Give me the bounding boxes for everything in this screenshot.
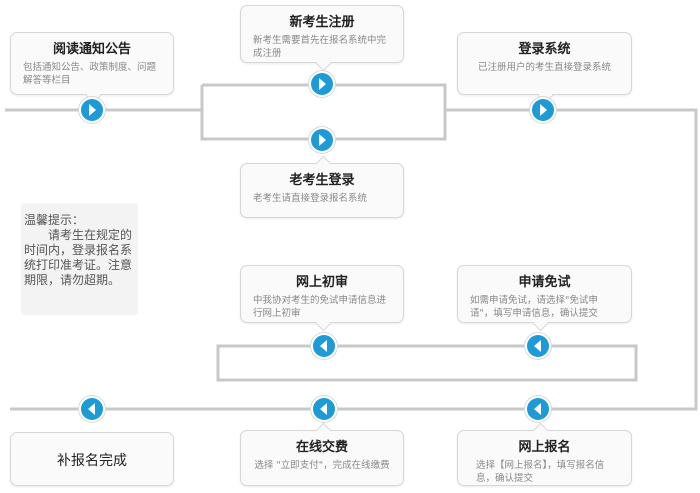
step-description: 选择【网上报名】，填写报名信息，确认提交 xyxy=(476,460,605,484)
step-new-register: 新考生注册 新考生需要首先在报名系统中完成注册 xyxy=(240,5,404,72)
step-online-payment: 在线交费 选择 "立即支付"，完成在线缴费 xyxy=(240,422,404,486)
step-description: 选择 "立即支付"，完成在线缴费 xyxy=(254,460,390,471)
step-title: 登录系统 xyxy=(518,42,571,57)
step-title: 网上初审 xyxy=(295,275,348,290)
arrow-left-icon[interactable] xyxy=(81,398,103,420)
arrow-left-icon[interactable] xyxy=(527,335,549,357)
arrow-right-icon[interactable] xyxy=(311,129,333,151)
arrow-right-icon[interactable] xyxy=(532,99,554,121)
arrow-right-icon[interactable] xyxy=(81,99,103,121)
step-read-notice: 阅读通知公告 包括通知公告、政策制度、问题解答等栏目 xyxy=(10,32,174,104)
step-preliminary-review: 网上初审 中我协对考生的免试申请信息进行网上初审 xyxy=(240,265,404,332)
step-login: 登录系统 已注册用户的考生直接登录系统 xyxy=(457,32,632,104)
step-description: 如需申请免试，请选择"免试申请"，填写申请信息，确认提交 xyxy=(470,295,598,319)
step-title: 在线交费 xyxy=(295,440,348,455)
step-description: 中我协对考生的免试申请信息进行网上初审 xyxy=(253,295,387,319)
step-apply-exemption: 申请免试 如需申请免试，请选择"免试申请"，填写申请信息，确认提交 xyxy=(457,265,632,332)
arrow-left-icon[interactable] xyxy=(313,335,335,357)
tip-heading: 温馨提示： xyxy=(24,213,85,227)
step-old-login: 老考生登录 老考生请直接登录报名系统 xyxy=(240,155,404,218)
tip-body: 请考生在规定的时间内，登录报名系统打印准考证。注意期限，请勿超期。 xyxy=(24,228,133,287)
step-title: 新考生注册 xyxy=(289,15,355,30)
step-complete: 补报名完成 xyxy=(10,432,174,486)
step-title: 网上报名 xyxy=(518,440,571,455)
step-description: 新考生需要首先在报名系统中完成注册 xyxy=(253,35,387,59)
step-title: 老考生登录 xyxy=(289,173,355,188)
step-title: 补报名完成 xyxy=(57,453,127,469)
arrow-left-icon[interactable] xyxy=(313,398,335,420)
step-title: 阅读通知公告 xyxy=(52,42,131,57)
tip-box: 温馨提示： 请考生在规定的时间内，登录报名系统打印准考证。注意期限，请勿超期。 xyxy=(21,203,138,315)
step-online-register: 网上报名 选择【网上报名】，填写报名信息，确认提交 xyxy=(457,422,632,486)
arrow-left-icon[interactable] xyxy=(527,398,549,420)
step-title: 申请免试 xyxy=(518,275,571,290)
step-description: 包括通知公告、政策制度、问题解答等栏目 xyxy=(23,62,157,86)
step-description: 已注册用户的考生直接登录系统 xyxy=(477,62,611,73)
step-description: 老考生请直接登录报名系统 xyxy=(253,193,368,204)
arrow-right-icon[interactable] xyxy=(311,73,333,95)
